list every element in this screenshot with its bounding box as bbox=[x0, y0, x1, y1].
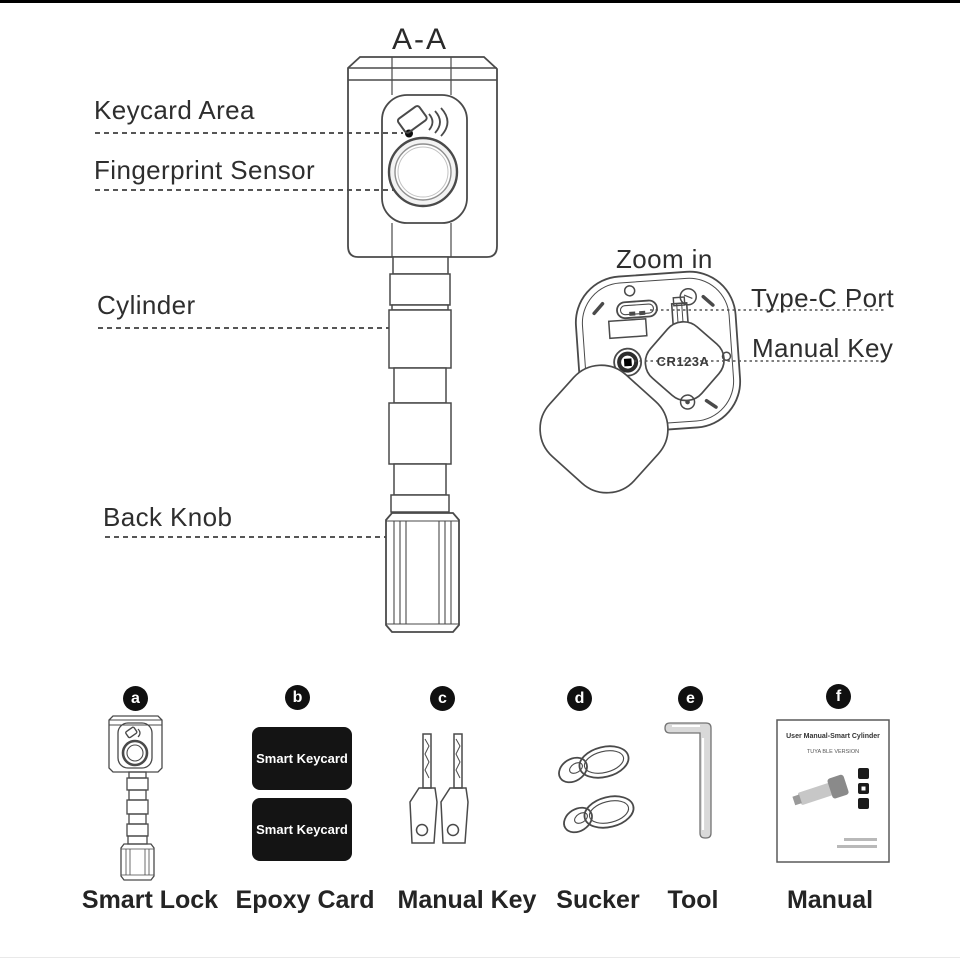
manual-key-2 bbox=[440, 733, 469, 844]
item-manual-keys bbox=[409, 733, 469, 844]
bottom-border bbox=[0, 957, 960, 958]
label-zoom-in: Zoom in bbox=[616, 244, 713, 274]
back-panel-diagram bbox=[539, 270, 886, 494]
smart-lock-diagram bbox=[347, 56, 498, 633]
zoom-leader-lines bbox=[634, 309, 886, 362]
item-label-manual: Manual bbox=[786, 886, 874, 914]
manual-cover-title: User Manual-Smart Cylinder bbox=[786, 733, 880, 740]
manual-cover-smalltext bbox=[837, 838, 877, 848]
smart-keycard-2: Smart Keycard bbox=[252, 798, 352, 861]
smart-keycard-1: Smart Keycard bbox=[252, 727, 352, 790]
item-label-manual-key: Manual Key bbox=[397, 886, 537, 914]
lock-cylinder bbox=[388, 256, 452, 513]
battery-label: CR123A bbox=[656, 354, 710, 369]
label-keycard-area: Keycard Area bbox=[94, 95, 255, 125]
badge-f: f bbox=[826, 684, 851, 709]
back-cover bbox=[539, 364, 669, 494]
label-plate bbox=[607, 317, 648, 340]
smart-keycard-2-text: Smart Keycard bbox=[256, 822, 348, 837]
leader-lines bbox=[95, 132, 411, 538]
type-c-port bbox=[616, 299, 658, 320]
smart-keycard-1-text: Smart Keycard bbox=[256, 751, 348, 766]
label-type-c-port: Type-C Port bbox=[751, 283, 895, 313]
front-panel bbox=[381, 94, 468, 224]
label-back-knob: Back Knob bbox=[103, 502, 233, 532]
item-label-epoxy-card: Epoxy Card bbox=[235, 886, 375, 914]
section-title: A-A bbox=[392, 23, 449, 56]
label-fingerprint-sensor: Fingerprint Sensor bbox=[94, 155, 316, 185]
badge-c: c bbox=[430, 686, 455, 711]
screw-bottom bbox=[679, 394, 696, 410]
badge-e: e bbox=[678, 686, 703, 711]
badge-a: a bbox=[123, 686, 148, 711]
item-suckers bbox=[558, 745, 635, 834]
panel-hole bbox=[623, 285, 636, 297]
vent-slots bbox=[592, 294, 718, 409]
item-hex-tool bbox=[664, 722, 712, 839]
label-manual-key: Manual Key bbox=[752, 333, 894, 363]
item-manual-booklet bbox=[776, 719, 890, 863]
manual-cover-icons bbox=[858, 768, 869, 809]
lock-back-knob bbox=[385, 512, 460, 633]
sucker-1 bbox=[558, 745, 630, 784]
fingerprint-sensor-icon bbox=[387, 136, 459, 208]
manual-cover-subtitle: TUYA BLE VERSION bbox=[806, 749, 860, 755]
side-hole bbox=[721, 351, 732, 361]
badge-b: b bbox=[285, 685, 310, 710]
item-smart-lock bbox=[108, 715, 163, 881]
top-border bbox=[0, 0, 960, 3]
label-cylinder: Cylinder bbox=[97, 290, 196, 320]
item-label-tool: Tool bbox=[667, 886, 719, 914]
manual-key-1 bbox=[409, 733, 438, 844]
manual-cover-cylinder-art bbox=[792, 774, 849, 806]
sucker-2 bbox=[563, 795, 635, 834]
keycard-icon bbox=[396, 105, 449, 137]
badge-d: d bbox=[567, 686, 592, 711]
item-label-smart-lock: Smart Lock bbox=[81, 886, 219, 914]
lock-head bbox=[347, 56, 498, 258]
item-label-sucker: Sucker bbox=[556, 886, 640, 914]
